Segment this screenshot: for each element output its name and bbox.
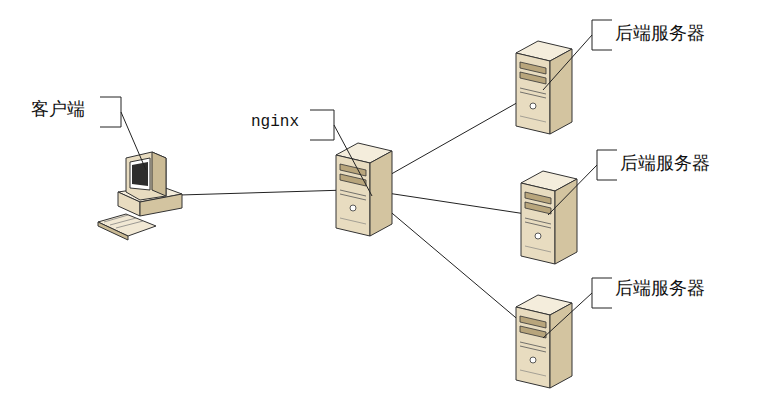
backend-server-node: 后端服务器 (516, 294, 572, 389)
node-label: nginx (250, 113, 300, 131)
callout-brackets (100, 20, 617, 338)
client-computer-icon (98, 152, 182, 240)
proxy-server-node: nginx (336, 142, 392, 237)
node-label: 后端服务器 (614, 23, 706, 44)
backend-server-node: 后端服务器 (516, 40, 572, 135)
connector-line (392, 103, 516, 173)
node-label: 后端服务器 (619, 153, 711, 174)
node-label: 客户端 (30, 99, 86, 120)
client-node: 客户端 (112, 152, 182, 240)
backend-server-node: 后端服务器 (521, 170, 577, 265)
node-label: 后端服务器 (614, 278, 706, 299)
backend-server-icon (516, 295, 572, 388)
connector-line (392, 194, 521, 214)
backend-server-icon (521, 171, 577, 264)
backend-server-icon (516, 41, 572, 134)
nginx-server-icon (336, 143, 392, 236)
connector-line (182, 190, 336, 195)
connector-line (392, 213, 516, 318)
